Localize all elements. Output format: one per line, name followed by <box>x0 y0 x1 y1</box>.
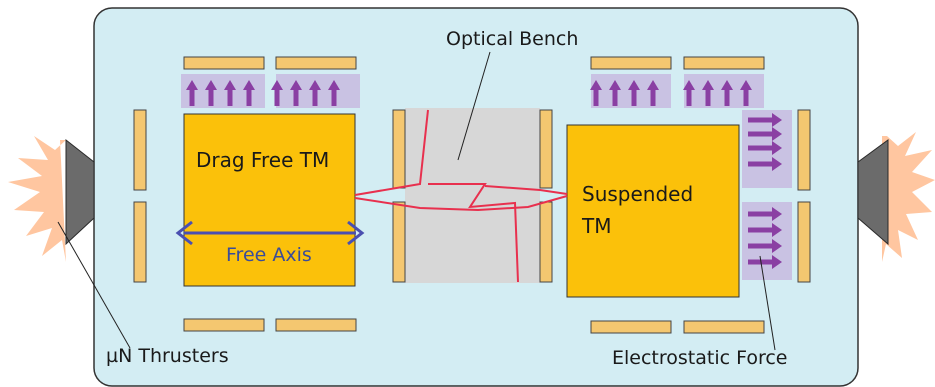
up-arrow-icon <box>328 80 340 106</box>
drag-free-tm-label: Drag Free TM <box>196 148 330 172</box>
electrode <box>797 109 811 191</box>
electrode <box>133 109 147 191</box>
electrode <box>539 201 553 283</box>
up-arrow-icon <box>590 80 602 106</box>
up-arrow-icon <box>224 80 236 106</box>
free-axis-arrowhead-right <box>347 220 365 246</box>
right-arrow-icon <box>748 223 782 237</box>
electrostatic-force-label: Electrostatic Force <box>612 347 788 369</box>
electrode <box>133 201 147 283</box>
electrode <box>683 320 765 334</box>
electrode <box>275 56 357 70</box>
drag-free-test-mass <box>183 113 356 287</box>
electrode <box>275 318 357 332</box>
thrusters-label: µN Thrusters <box>106 345 229 367</box>
left-thruster-plume <box>8 136 66 262</box>
laser-beam <box>428 183 519 283</box>
up-arrow-icon <box>740 80 752 106</box>
optical-bench-leader <box>457 51 491 161</box>
up-arrow-icon <box>186 80 198 106</box>
electrode <box>183 56 265 70</box>
electrode <box>392 109 406 189</box>
force-arrow-glyphs <box>186 80 782 269</box>
right-arrow-icon <box>748 127 782 141</box>
electrode <box>392 201 406 283</box>
thrusters-leader <box>57 221 131 349</box>
up-arrow-icon <box>243 80 255 106</box>
right-arrow-icon <box>748 157 782 171</box>
electrode <box>590 56 672 70</box>
laser-beam <box>484 185 568 195</box>
laser-beam <box>354 195 568 212</box>
electrode <box>590 320 672 334</box>
suspended-tm-label-line2: TM <box>582 214 612 238</box>
suspended-tm-label-line1: Suspended <box>582 182 694 206</box>
left-thruster-nozzle <box>65 138 95 246</box>
up-arrow-icon <box>290 80 302 106</box>
right-arrow-icon <box>748 207 782 221</box>
suspended-test-mass <box>566 124 740 298</box>
electrode <box>683 56 765 70</box>
electrode <box>183 318 265 332</box>
free-axis-label: Free Axis <box>226 244 312 266</box>
up-arrow-icon <box>271 80 283 106</box>
up-arrow-icon <box>309 80 321 106</box>
optical-bench-label: Optical Bench <box>446 28 579 50</box>
up-arrow-icon <box>205 80 217 106</box>
free-axis-arrowhead-left <box>175 220 193 246</box>
right-arrow-icon <box>748 239 782 253</box>
upward-force-arrows <box>591 74 764 108</box>
up-arrow-icon <box>683 80 695 106</box>
up-arrow-icon <box>721 80 733 106</box>
up-arrow-icon <box>609 80 621 106</box>
laser-beam <box>354 109 429 196</box>
right-thruster-nozzle <box>857 139 889 246</box>
right-thruster-plume <box>882 132 935 262</box>
right-arrow-icon <box>748 113 782 127</box>
right-arrow-icon <box>748 141 782 155</box>
up-arrow-icon <box>647 80 659 106</box>
electrode <box>797 201 811 283</box>
electrostatic-leader <box>759 255 776 351</box>
electrode <box>539 109 553 189</box>
up-arrow-icon <box>702 80 714 106</box>
up-arrow-icon <box>628 80 640 106</box>
